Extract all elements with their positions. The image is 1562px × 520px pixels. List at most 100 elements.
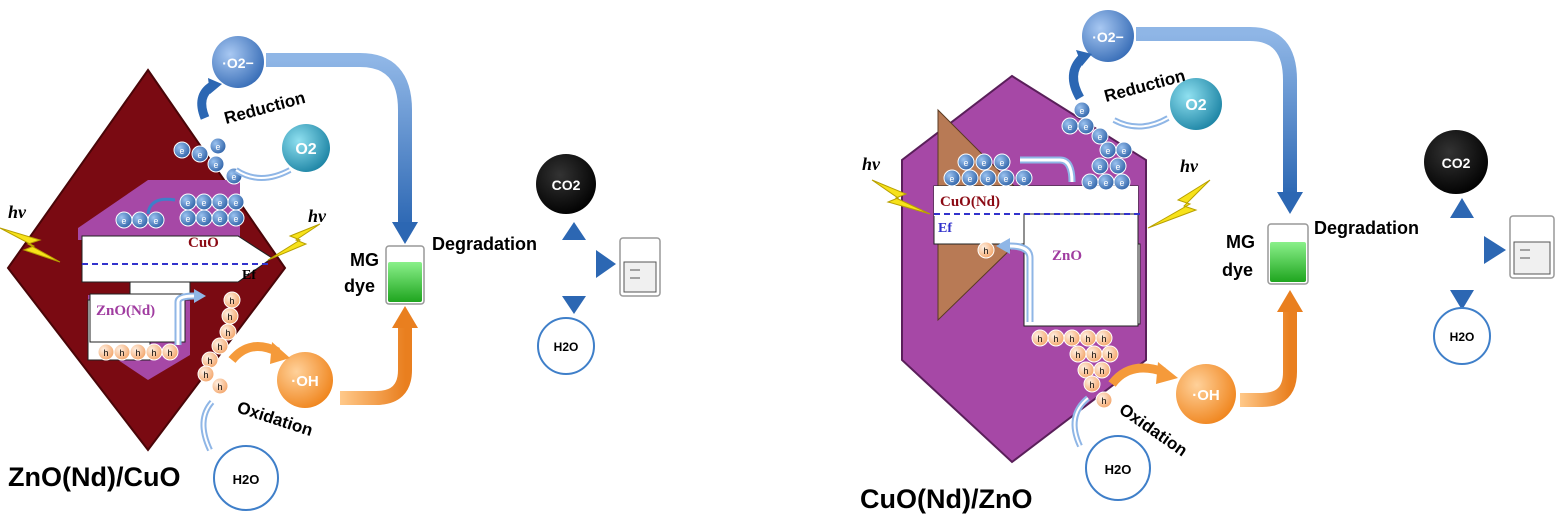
electron bbox=[1015, 169, 1033, 187]
degradation-label-right: Degradation bbox=[1314, 218, 1419, 238]
superoxide-to-dye-arrow bbox=[266, 53, 412, 228]
hole bbox=[1101, 345, 1119, 363]
hole bbox=[219, 323, 237, 341]
electron-label: e bbox=[186, 214, 191, 224]
hole-label: h bbox=[1038, 334, 1043, 344]
h2o-product-bubble-right bbox=[1433, 307, 1491, 365]
electron-label: e bbox=[214, 160, 219, 170]
h2o-product-bubble bbox=[537, 317, 595, 375]
electron-label: e bbox=[1116, 162, 1121, 172]
electron-label: e bbox=[964, 158, 969, 168]
svg-text:·OH: ·OH bbox=[291, 373, 319, 390]
electron bbox=[173, 141, 191, 159]
hole-to-hydroxyl-arrow-right bbox=[1108, 363, 1166, 387]
electron-label: e bbox=[218, 214, 223, 224]
electron bbox=[207, 155, 225, 173]
svg-text:hv: hv bbox=[862, 154, 881, 174]
svg-text:H2O: H2O bbox=[1105, 462, 1132, 477]
electron bbox=[1073, 101, 1091, 119]
electron bbox=[1077, 117, 1095, 135]
hole-label: h bbox=[218, 382, 223, 392]
co2-bubble-right bbox=[1424, 130, 1488, 194]
svg-text:H2O: H2O bbox=[554, 340, 579, 354]
hole-label: h bbox=[230, 296, 235, 306]
svg-text:H2O: H2O bbox=[1450, 330, 1475, 344]
co2-bubble bbox=[536, 154, 596, 214]
svg-text:hv: hv bbox=[1180, 156, 1199, 176]
electron bbox=[1109, 157, 1127, 175]
electron bbox=[961, 169, 979, 187]
hole-label: h bbox=[120, 348, 125, 358]
electron-label: e bbox=[1106, 146, 1111, 156]
electron bbox=[1091, 127, 1109, 145]
hydroxyl-to-dye-arrow-right bbox=[1240, 306, 1297, 407]
electron-label: e bbox=[198, 150, 203, 160]
hole bbox=[1095, 391, 1113, 409]
hole-label: h bbox=[1084, 366, 1089, 376]
electron-label: e bbox=[1084, 122, 1089, 132]
upper-material-label: CuO bbox=[188, 235, 219, 251]
clean-water-beaker-right bbox=[1509, 215, 1555, 279]
superoxide-to-dye-arrow-right bbox=[1136, 27, 1297, 196]
oxygen-bubble bbox=[282, 124, 330, 172]
hole bbox=[211, 337, 229, 355]
hole bbox=[977, 241, 995, 259]
oxygen-bubble-right bbox=[1170, 78, 1222, 130]
hole-label: h bbox=[1054, 334, 1059, 344]
hole-label: h bbox=[1076, 350, 1081, 360]
hole-label: h bbox=[1090, 380, 1095, 390]
dye-label-line1-right: MG bbox=[1226, 232, 1255, 252]
svg-text:·O2−: ·O2− bbox=[222, 55, 254, 71]
svg-text:H2O: H2O bbox=[233, 472, 260, 487]
hole-label: h bbox=[1092, 350, 1097, 360]
fermi-label: Ef bbox=[242, 268, 256, 283]
electron bbox=[227, 209, 245, 227]
light-right-1: hv bbox=[862, 154, 931, 215]
hole-label: h bbox=[226, 328, 231, 338]
electron bbox=[957, 153, 975, 171]
hole bbox=[1093, 361, 1111, 379]
electron bbox=[975, 153, 993, 171]
hole-label: h bbox=[168, 348, 173, 358]
hole bbox=[197, 365, 215, 383]
svg-text:CO2: CO2 bbox=[1442, 155, 1471, 171]
hole-label: h bbox=[218, 342, 223, 352]
electron-label: e bbox=[950, 174, 955, 184]
electron bbox=[209, 137, 227, 155]
hole-label: h bbox=[104, 348, 109, 358]
mg-dye-beaker bbox=[385, 245, 425, 305]
hole-label: h bbox=[1108, 350, 1113, 360]
hole bbox=[1083, 375, 1101, 393]
electron bbox=[191, 145, 209, 163]
lower-material-label: ZnO(Nd) bbox=[96, 303, 155, 319]
hole-label: h bbox=[204, 370, 209, 380]
electron-label: e bbox=[186, 198, 191, 208]
hole-label: h bbox=[152, 348, 157, 358]
electron-label: e bbox=[1120, 178, 1125, 188]
electron-label: e bbox=[154, 216, 159, 226]
hole bbox=[1095, 329, 1113, 347]
hole-label: h bbox=[1086, 334, 1091, 344]
electron-transfer-arrow bbox=[146, 197, 176, 215]
svg-text:hv: hv bbox=[8, 202, 27, 222]
degradation-label: Degradation bbox=[432, 234, 537, 254]
svg-text:O2: O2 bbox=[295, 141, 316, 158]
mg-dye-beaker-right bbox=[1267, 223, 1309, 285]
lower-material-label-right: ZnO bbox=[1052, 248, 1082, 264]
electron-label: e bbox=[982, 158, 987, 168]
electron-label: e bbox=[1080, 106, 1085, 116]
electron-label: e bbox=[218, 198, 223, 208]
hole-label: h bbox=[1070, 334, 1075, 344]
electron bbox=[979, 169, 997, 187]
electron-label: e bbox=[1122, 146, 1127, 156]
hole-label: h bbox=[208, 356, 213, 366]
hole bbox=[161, 343, 179, 361]
hydroxyl-bubble bbox=[277, 352, 333, 408]
svg-text:·OH: ·OH bbox=[1192, 387, 1220, 404]
reduction-label: Reduction bbox=[222, 88, 307, 128]
electron-label: e bbox=[202, 198, 207, 208]
electron-label: e bbox=[202, 214, 207, 224]
electron-label: e bbox=[1022, 174, 1027, 184]
